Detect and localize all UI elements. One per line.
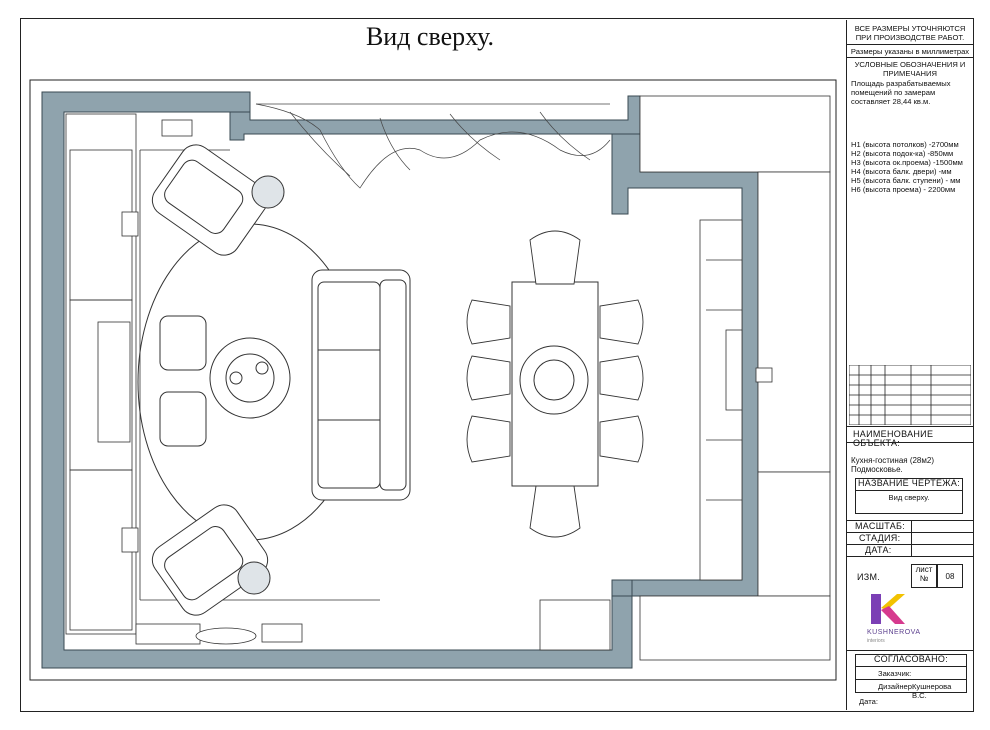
note-line-2: ПРИ ПРОИЗВОДСТВЕ РАБОТ. — [855, 33, 965, 42]
area-line-1: Площадь разрабатываемых — [851, 79, 951, 88]
units-note: Размеры указаны в миллиметрах — [850, 47, 970, 56]
logo-subtext: interiors — [867, 638, 885, 644]
plan-frame — [29, 79, 837, 681]
armchair-bottom — [151, 504, 271, 616]
logo-text: KUSHNEROVA — [867, 629, 921, 636]
armchair-top — [151, 144, 285, 256]
legend-title-1: УСЛОВНЫЕ ОБОЗНАЧЕНИЯ И — [854, 60, 966, 69]
drawing-sheet — [20, 18, 974, 712]
kitchen-cabinets — [639, 95, 831, 661]
height-h3: Н3 (высота ок.проема) -1500мм — [851, 158, 963, 167]
sheet-label-1: лист — [915, 565, 933, 574]
height-h2: Н2 (высота подок-ка) -850мм — [851, 149, 954, 158]
drawing-name-box: НАЗВАНИЕ ЧЕРТЕЖА: Вид сверху. — [855, 478, 963, 514]
approved-label: СОГЛАСОВАНО: — [855, 654, 967, 667]
area-line-2: помещений по замерам — [851, 88, 936, 97]
height-h1: Н1 (высота потолков) -2700мм — [851, 140, 959, 149]
company-logo: KUSHNEROVA interiors — [867, 592, 927, 646]
approval-table: СОГЛАСОВАНО: Заказчик: Дизайнер: Кушнеро… — [855, 654, 967, 710]
logo-icon — [871, 594, 905, 624]
floor-plan — [29, 79, 837, 681]
customer-label: Заказчик: — [878, 669, 912, 678]
walls — [41, 91, 759, 669]
object-value-1: Кухня-гостиная (28м2) — [851, 456, 934, 465]
title-block: ВСЕ РАЗМЕРЫ УТОЧНЯЮТСЯ ПРИ ПРОИЗВОДСТВЕ … — [846, 20, 973, 710]
note-line-1: ВСЕ РАЗМЕРЫ УТОЧНЯЮТСЯ — [854, 24, 966, 33]
drawing-name-label: НАЗВАНИЕ ЧЕРТЕЖА: — [856, 479, 962, 491]
area-line-3: составляет 28,44 кв.м. — [851, 97, 931, 106]
area-note: Площадь разрабатываемых помещений по зам… — [851, 79, 977, 106]
height-h6: Н6 (высота проема) - 2200мм — [851, 185, 956, 194]
approval-date-label: Дата: — [859, 697, 878, 706]
change-label: ИЗМ. — [857, 572, 881, 582]
heights-list: Н1 (высота потолков) -2700мм Н2 (высота … — [851, 140, 977, 194]
height-h5: Н5 (высота балк. ступени) - мм — [851, 176, 961, 185]
legend-title: УСЛОВНЫЕ ОБОЗНАЧЕНИЯ И ПРИМЕЧАНИЯ — [847, 60, 973, 78]
ottomans — [159, 315, 207, 447]
sheet-number: 08 — [937, 564, 963, 588]
sheet-info: ИЗМ. лист № 08 — [855, 564, 965, 590]
wall-sockets — [121, 119, 193, 553]
bottom-decor — [135, 599, 611, 651]
designer-label: Дизайнер: — [878, 682, 915, 691]
dining-chairs — [466, 230, 644, 538]
view-title: Вид сверху. — [365, 22, 495, 51]
coffee-table — [209, 337, 291, 419]
drawing-name-value: Вид сверху. — [888, 493, 930, 502]
revision-grid — [849, 365, 971, 425]
object-value-2: Подмосковье. — [851, 465, 903, 474]
legend-title-2: ПРИМЕЧАНИЯ — [883, 69, 937, 78]
stage-label: СТАДИЯ: — [859, 533, 901, 543]
date-label: ДАТА: — [865, 545, 892, 555]
object-label: НАИМЕНОВАНИЕ ОБЪЕКТА: — [853, 429, 934, 448]
sheet-label-2: № — [919, 574, 929, 583]
sheet-label-box: лист № — [911, 564, 937, 588]
dining-table — [511, 281, 599, 487]
designer-value: Кушнерова В.С. — [912, 682, 952, 700]
object-value: Кухня-гостиная (28м2) Подмосковье. — [851, 456, 977, 474]
height-h4: Н4 (высота балк. двери) -мм — [851, 167, 952, 176]
scale-label: МАСШТАБ: — [855, 521, 906, 531]
dimension-note: ВСЕ РАЗМЕРЫ УТОЧНЯЮТСЯ ПРИ ПРОИЗВОДСТВЕ … — [847, 24, 973, 42]
sofa — [311, 269, 411, 501]
curtains — [255, 103, 611, 189]
